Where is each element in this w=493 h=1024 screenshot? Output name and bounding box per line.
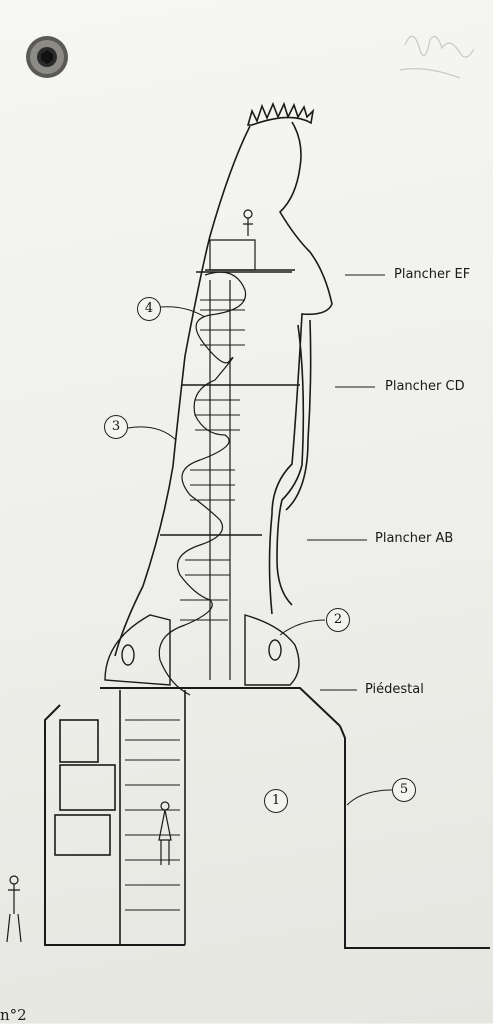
pedestal [44,687,490,949]
statue-outline [114,101,333,657]
pencil-scribble [399,35,475,79]
human-figure-icon [6,209,253,943]
plancher-ab-label: Plancher AB [375,531,454,546]
callout-2: 2 [326,608,350,632]
pedestal-interior [54,690,186,945]
mounting-screw-icon [26,36,68,78]
statue-floors [160,271,300,536]
pedestal-stairs [125,719,180,911]
callout-5: 5 [392,778,416,802]
spiral-staircase [158,239,256,696]
plancher-ef-label: Plancher EF [394,267,471,282]
label-leader-lines [127,274,393,806]
callout-4: 4 [137,297,161,321]
callout-1: 1 [264,789,288,813]
caption-fragment: n°2 [0,1006,27,1024]
base-ornaments [104,614,300,686]
callout-3: 3 [104,415,128,439]
piedestal-label: Piédestal [365,682,424,697]
plancher-cd-label: Plancher CD [385,379,465,394]
stair-treads [180,299,245,621]
